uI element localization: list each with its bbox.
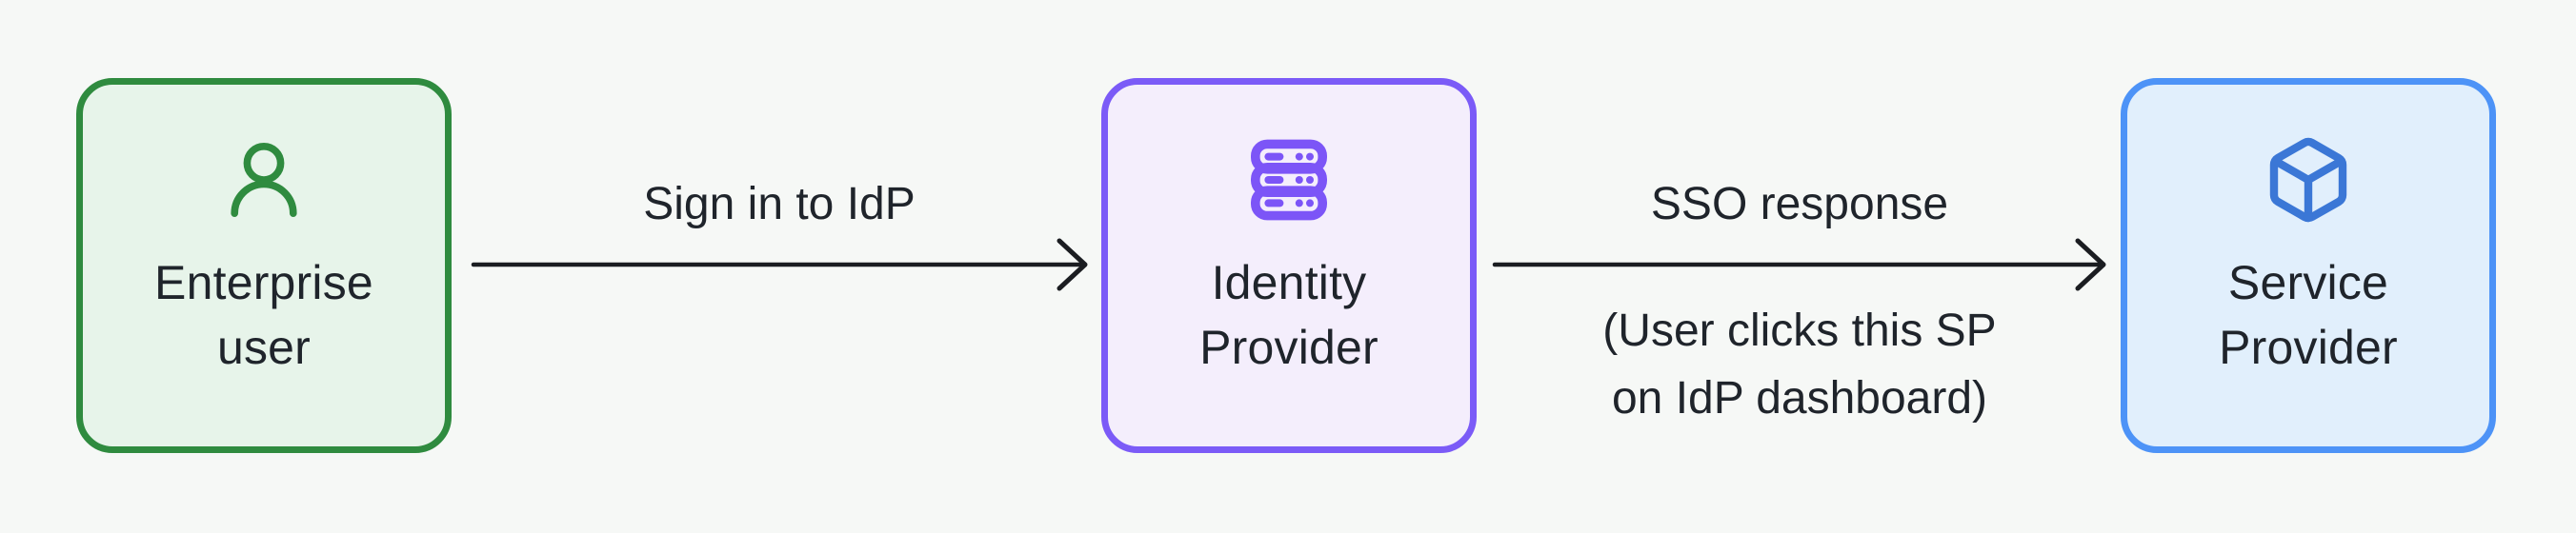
edge-sublabel-sso-response: (User clicks this SP on IdP dashboard) bbox=[1602, 297, 1996, 432]
edge-sublabel-line: on IdP dashboard) bbox=[1611, 373, 1988, 424]
node-service-provider: Service Provider bbox=[2121, 78, 2496, 453]
server-stack-icon bbox=[1251, 139, 1328, 221]
node-label-line: Provider bbox=[2219, 321, 2398, 374]
node-label-line: user bbox=[216, 321, 312, 374]
node-enterprise-user: Enterprise user bbox=[76, 78, 452, 453]
node-label-line: Enterprise bbox=[154, 256, 373, 309]
edge-sublabel-line: (User clicks this SP bbox=[1602, 306, 1997, 356]
node-label-identity-provider: Identity Provider bbox=[1199, 250, 1379, 380]
node-identity-provider: Identity Provider bbox=[1101, 78, 1477, 453]
arrow-sign-in-to-idp bbox=[471, 238, 1088, 291]
arrow-sso-response bbox=[1492, 238, 2106, 291]
user-icon bbox=[231, 142, 297, 217]
node-label-service-provider: Service Provider bbox=[2219, 250, 2398, 380]
node-label-line: Identity bbox=[1211, 256, 1367, 309]
cube-icon bbox=[2269, 137, 2347, 223]
edge-label-sso-response: SSO response bbox=[1650, 179, 1949, 229]
edge-label-sign-in-to-idp: Sign in to IdP bbox=[643, 179, 916, 229]
node-label-line: Service bbox=[2227, 256, 2389, 309]
node-label-enterprise-user: Enterprise user bbox=[154, 250, 373, 380]
node-label-line: Provider bbox=[1199, 321, 1379, 374]
